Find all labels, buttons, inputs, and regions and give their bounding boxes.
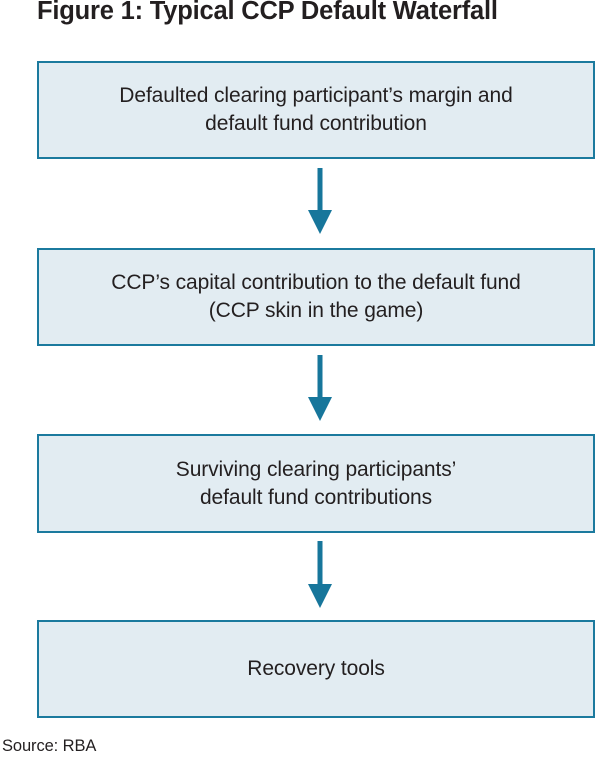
waterfall-step-3-line-1: Surviving clearing participants’ (175, 457, 457, 481)
waterfall-step-2-line-1: CCP’s capital contribution to the defaul… (111, 271, 521, 294)
waterfall-step-label-3: Surviving clearing participants’ default… (175, 456, 457, 512)
down-arrow-icon (308, 168, 332, 234)
down-arrow-icon (308, 355, 332, 421)
waterfall-step-box-2: CCP’s capital contribution to the defaul… (37, 248, 595, 346)
figure-title: Figure 1: Typical CCP Default Waterfall (37, 0, 498, 25)
waterfall-step-label-4: Recovery tools (247, 655, 385, 683)
waterfall-step-box-3: Surviving clearing participants’ default… (37, 434, 595, 533)
waterfall-step-box-1: Defaulted clearing participant’s margin … (37, 61, 595, 159)
waterfall-step-4-line-1: Recovery tools (247, 657, 385, 680)
waterfall-step-label-1: Defaulted clearing participant’s margin … (119, 82, 512, 138)
down-arrow-icon (308, 541, 332, 608)
waterfall-step-1-line-2: default fund contribution (205, 112, 427, 135)
waterfall-step-1-line-1: Defaulted clearing participant’s margin … (119, 84, 513, 107)
source-note: Source: RBA (2, 737, 97, 755)
waterfall-step-2-line-2: (CCP skin in the game) (208, 299, 424, 322)
waterfall-step-label-2: CCP’s capital contribution to the defaul… (111, 269, 521, 325)
waterfall-step-3-line-2: default fund contributions (199, 485, 433, 509)
waterfall-step-box-4: Recovery tools (37, 620, 595, 718)
